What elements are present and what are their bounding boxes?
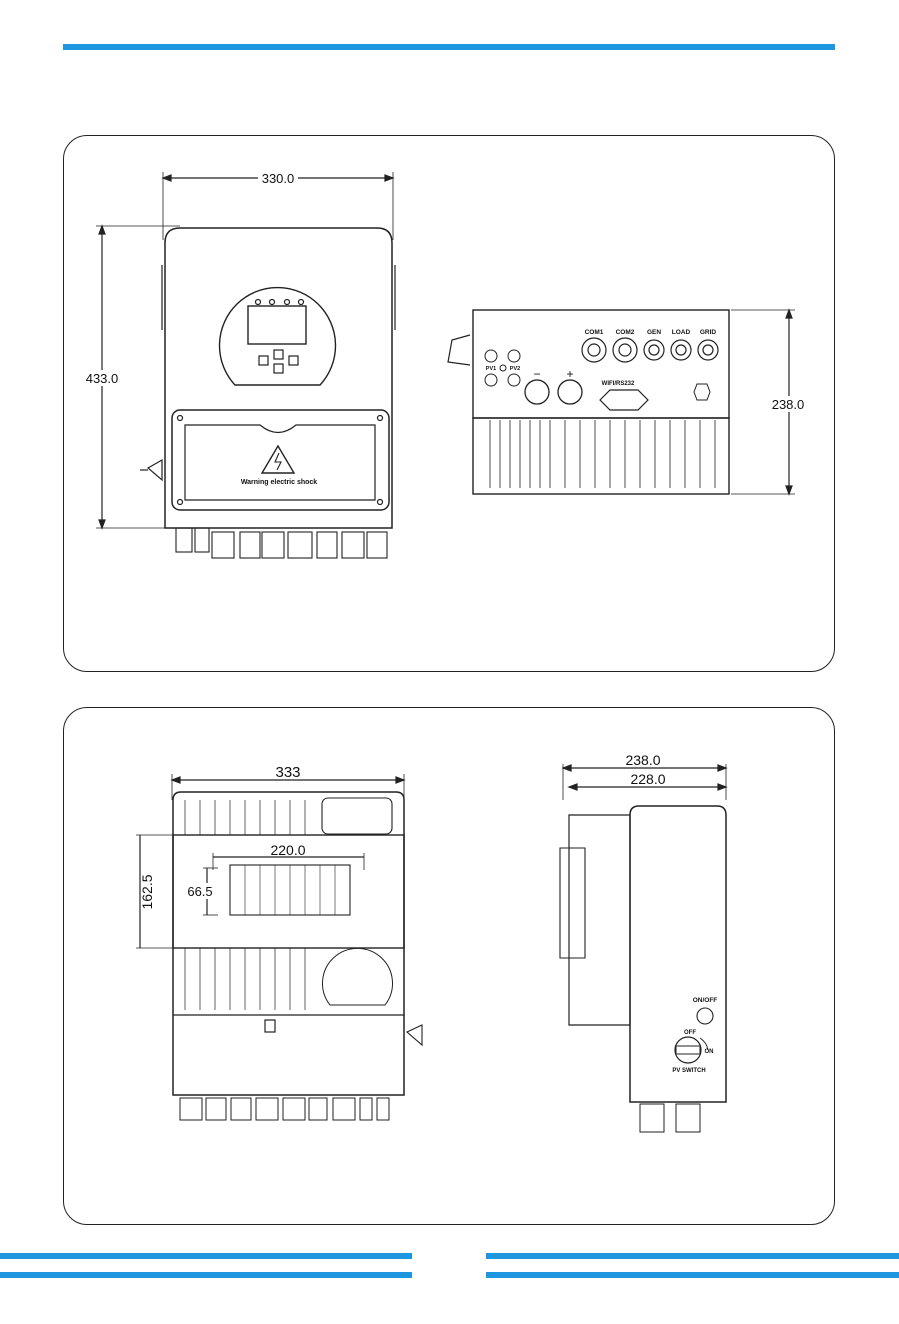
front-width-dim: 330.0 xyxy=(262,171,295,186)
wifi-port-label: WIFI/RS232 xyxy=(602,381,635,387)
pv-switch-label: PV SWITCH xyxy=(672,1068,705,1074)
port-label-load: LOAD xyxy=(672,329,691,336)
port-label-gen: GEN xyxy=(647,329,661,336)
bottom-view: COM1 COM2 GEN LOAD GRID PV1 PV2 − + WIFI… xyxy=(448,310,808,494)
rear-width-dim: 333 xyxy=(275,764,300,781)
switch-on-label: ON xyxy=(705,1049,714,1055)
bottom-depth-dim: 238.0 xyxy=(772,397,805,412)
pv2-label: PV2 xyxy=(510,366,520,372)
rear-view: 333 220.0 xyxy=(136,764,422,1120)
plate-height-dim: 162.5 xyxy=(139,874,155,909)
battery-minus-icon: − xyxy=(533,367,540,381)
warning-label: Warning electric shock xyxy=(241,479,317,486)
switch-off-label: OFF xyxy=(684,1030,696,1036)
battery-plus-icon: + xyxy=(566,367,573,381)
onoff-label: ON/OFF xyxy=(693,997,718,1004)
front-height-dim: 433.0 xyxy=(86,371,119,386)
port-label-grid: GRID xyxy=(700,329,717,336)
port-label-com1: COM1 xyxy=(585,329,604,336)
side-depth-outer-dim: 238.0 xyxy=(625,752,660,768)
bracket-height-dim: 66.5 xyxy=(187,884,212,899)
pv1-label: PV1 xyxy=(486,366,496,372)
front-view: 330.0 433.0 Warning electric shock xyxy=(80,171,395,558)
port-label-com2: COM2 xyxy=(616,329,635,336)
bracket-width-dim: 220.0 xyxy=(270,842,305,858)
side-view: 238.0 228.0 ON/OFF OFF ON PV SWITCH xyxy=(560,752,726,1132)
side-depth-inner-dim: 228.0 xyxy=(630,771,665,787)
